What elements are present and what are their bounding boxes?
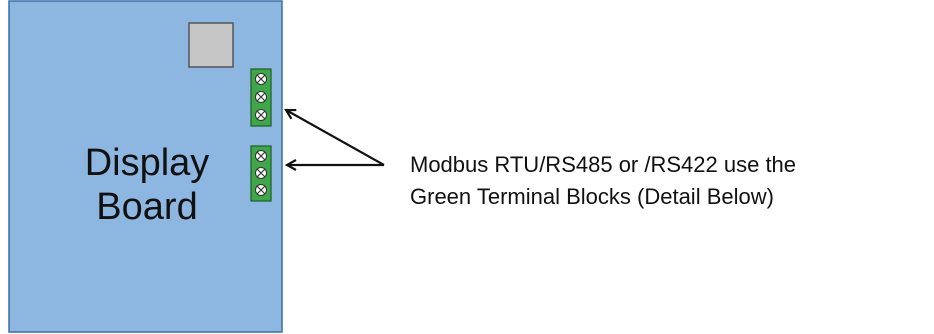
screw-icon — [255, 150, 267, 162]
board-label-line2: Board — [96, 186, 197, 228]
screw-icon — [255, 109, 267, 121]
arrow-to-upper-block — [286, 110, 385, 166]
board-label-line1: Display — [85, 142, 210, 184]
terminal-block-lower — [250, 145, 272, 202]
callout-text-line2: Green Terminal Blocks (Detail Below) — [410, 184, 774, 209]
callout-text-line1: Modbus RTU/RS485 or /RS422 use the — [410, 152, 796, 177]
board-chip — [188, 22, 234, 68]
terminal-block-upper — [250, 68, 272, 127]
screw-icon — [255, 91, 267, 103]
display-board — [8, 0, 283, 333]
screw-icon — [255, 167, 267, 179]
screw-icon — [255, 73, 267, 85]
screw-icon — [255, 184, 267, 196]
